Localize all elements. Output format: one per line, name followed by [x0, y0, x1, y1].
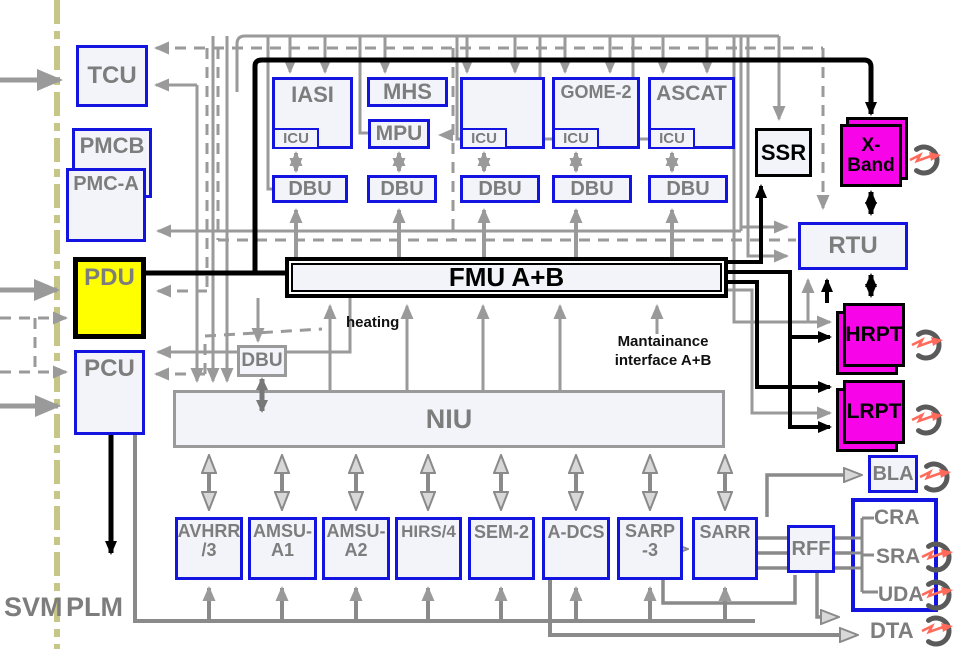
pcu-label: PCU	[84, 355, 135, 382]
rtu-label: RTU	[828, 232, 878, 259]
antenna-icon	[910, 147, 941, 173]
sarr-box: SARR	[692, 517, 758, 580]
antenna-icon	[922, 544, 953, 570]
sarr-label: SARR	[699, 522, 751, 542]
dbu-box-3: DBU	[460, 175, 540, 203]
amsu-a1-label: AMSU- A1	[253, 521, 312, 560]
sem2-box: SEM-2	[468, 517, 535, 580]
hirs4-label: HIRS/4	[401, 522, 456, 541]
antenna-icon	[912, 407, 943, 433]
adcs-label: A-DCS	[547, 522, 605, 542]
svm-label: SVM	[4, 592, 63, 622]
icu-label: ICU	[471, 130, 497, 147]
dbu-label: DBU	[478, 177, 522, 200]
niu-label: NIU	[425, 403, 473, 434]
adcs-box: A-DCS	[542, 517, 610, 580]
fmu-box: FMU A+B	[285, 257, 728, 298]
tcu-label: TCU	[87, 62, 137, 89]
rff-label: RFF	[791, 537, 831, 560]
icu-label: ICU	[283, 130, 309, 147]
hrpt-label: HRPT	[845, 323, 903, 346]
amsu-a2-box: AMSU- A2	[322, 517, 390, 580]
black-bus-wires	[105, 57, 877, 555]
mhs-box: MHS	[367, 77, 448, 107]
icu-box-3: ICU	[461, 128, 507, 149]
antenna-icon	[922, 618, 953, 644]
pdu-box: PDU	[73, 257, 146, 339]
gome2-label: GOME-2	[560, 82, 632, 102]
xband-box: X- Band	[840, 124, 902, 187]
dashed-wires	[0, 41, 830, 381]
dbu-label: DBU	[666, 177, 710, 200]
amsu-a1-box: AMSU- A1	[248, 517, 317, 580]
ssr-box: SSR	[755, 128, 812, 177]
icu-label: ICU	[563, 130, 589, 147]
antenna-icon	[912, 332, 943, 358]
antenna-icon	[920, 464, 951, 490]
ascat-label: ASCAT	[656, 82, 727, 105]
dbu-mid-box: DBU	[237, 345, 287, 377]
dbu-box-2: DBU	[367, 175, 437, 203]
mpu-box: MPU	[368, 119, 430, 149]
sarp3-label: SARP -3	[624, 521, 675, 560]
pmcb-label: PMCB	[79, 133, 145, 158]
antenna-icon	[922, 582, 953, 608]
tcu-box: TCU	[76, 45, 148, 107]
dbu-label: DBU	[288, 177, 332, 200]
pcu-box: PCU	[74, 350, 145, 435]
cra-label: CRA	[874, 506, 920, 529]
pdu-label: PDU	[84, 264, 135, 291]
plm-label: PLM	[66, 592, 123, 622]
dbu-label: DBU	[380, 177, 424, 200]
mpu-label: MPU	[375, 122, 423, 145]
bla-label: BLA	[872, 462, 914, 485]
icu-label: ICU	[659, 130, 685, 147]
antenna-farm-bracket	[851, 516, 878, 594]
amsu-a2-label: AMSU- A2	[326, 521, 386, 560]
ascat-icu-box: ICU	[649, 128, 695, 149]
hirs4-box: HIRS/4	[395, 517, 462, 580]
dbu-box-4: DBU	[552, 175, 632, 203]
lrpt-label: LRPT	[846, 400, 902, 423]
dbu-box-1: DBU	[272, 175, 348, 203]
sem2-label: SEM-2	[473, 522, 529, 542]
pmca-label: PMC-A	[73, 173, 139, 195]
uda-label: UDA	[878, 583, 924, 606]
rtu-box: RTU	[798, 222, 908, 270]
bla-box: BLA	[868, 455, 918, 493]
heating-annotation: heating	[346, 314, 400, 331]
fmu-label: FMU A+B	[448, 262, 565, 292]
gome2-icu-box: ICU	[553, 128, 599, 149]
ssr-label: SSR	[760, 139, 807, 165]
dbu-label: DBU	[570, 177, 614, 200]
rff-wires	[661, 475, 872, 617]
avhrr-box: AVHRR /3	[175, 517, 243, 580]
black-data-wires	[728, 184, 833, 433]
dta-label: DTA	[870, 618, 914, 643]
sra-label: SRA	[876, 545, 921, 568]
dbu-label: DBU	[241, 350, 283, 371]
rff-box: RFF	[787, 525, 835, 573]
iasi-icu-box: ICU	[273, 128, 319, 149]
lrpt-box: LRPT	[843, 380, 905, 444]
mhs-label: MHS	[383, 79, 432, 104]
iasi-label: IASI	[291, 82, 334, 107]
maintenance-annotation: Mantainance interface A+B	[614, 333, 712, 369]
icu-dbu-wires	[289, 151, 679, 257]
avhrr-label: AVHRR /3	[177, 521, 241, 560]
svm-input-arrows	[0, 69, 63, 417]
hrpt-box: HRPT	[843, 303, 905, 367]
pmca-box: PMC-A	[66, 168, 146, 242]
dbu-box-5: DBU	[648, 175, 728, 203]
xband-label: X- Band	[847, 134, 895, 176]
